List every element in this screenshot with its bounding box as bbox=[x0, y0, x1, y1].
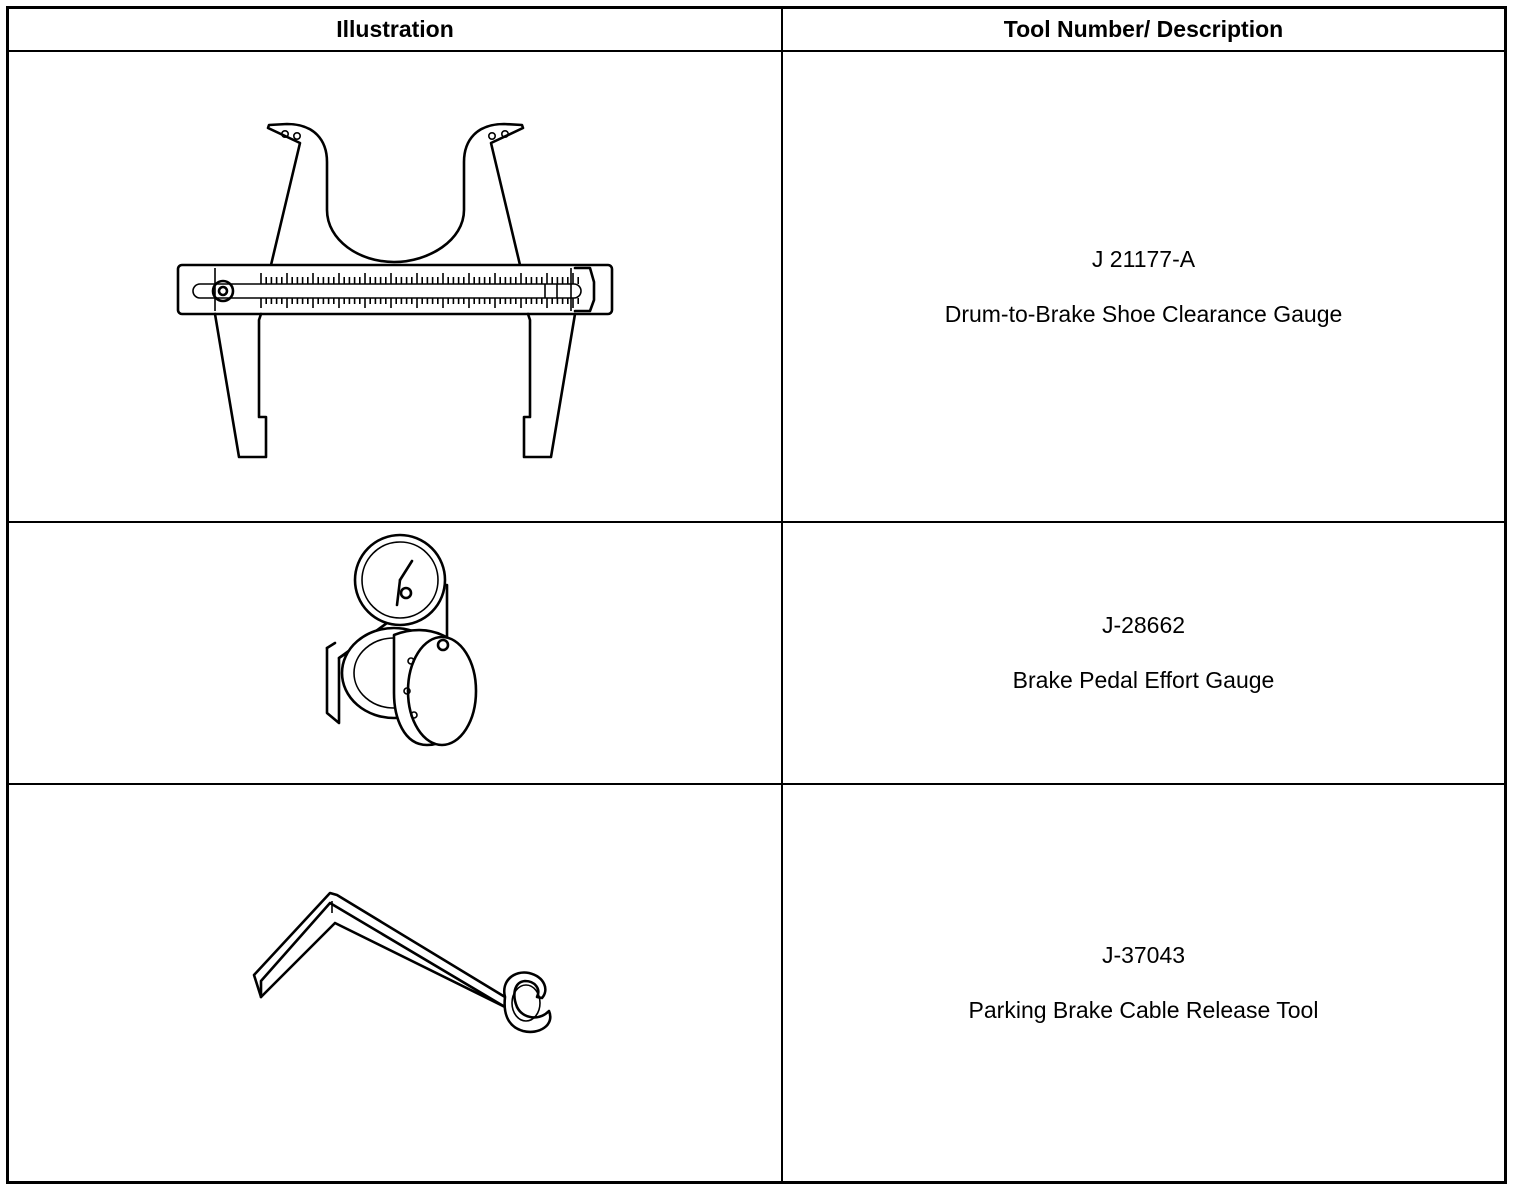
header-illustration: Illustration bbox=[336, 16, 454, 42]
tool-description: Brake Pedal Effort Gauge bbox=[1012, 667, 1275, 693]
description-cell: J-28662 Brake Pedal Effort Gauge bbox=[783, 523, 1504, 783]
tool-number: J-37043 bbox=[1101, 942, 1186, 968]
cable-release-tool-icon bbox=[252, 891, 552, 1034]
description-cell: J 21177-A Drum-to-Brake Shoe Clearance G… bbox=[783, 52, 1504, 521]
illustration-cell bbox=[9, 523, 781, 783]
caliper-gauge-icon bbox=[176, 122, 614, 459]
illustration-cell bbox=[9, 52, 781, 521]
tool-table: Illustration Tool Number/ Description bbox=[6, 6, 1507, 1184]
row-divider bbox=[9, 783, 1504, 785]
description-cell: J-37043 Parking Brake Cable Release Tool bbox=[783, 785, 1504, 1181]
pedal-effort-gauge-icon bbox=[325, 533, 478, 747]
illustration-cell bbox=[9, 785, 781, 1181]
tool-description: Drum-to-Brake Shoe Clearance Gauge bbox=[944, 300, 1343, 327]
tool-number: J 21177-A bbox=[1091, 245, 1196, 272]
row-divider bbox=[9, 50, 1504, 52]
tool-description: Parking Brake Cable Release Tool bbox=[968, 997, 1319, 1023]
row-divider bbox=[9, 521, 1504, 523]
column-divider bbox=[781, 9, 783, 1181]
tool-number: J-28662 bbox=[1101, 612, 1186, 638]
header-tool-description: Tool Number/ Description bbox=[1003, 16, 1284, 42]
